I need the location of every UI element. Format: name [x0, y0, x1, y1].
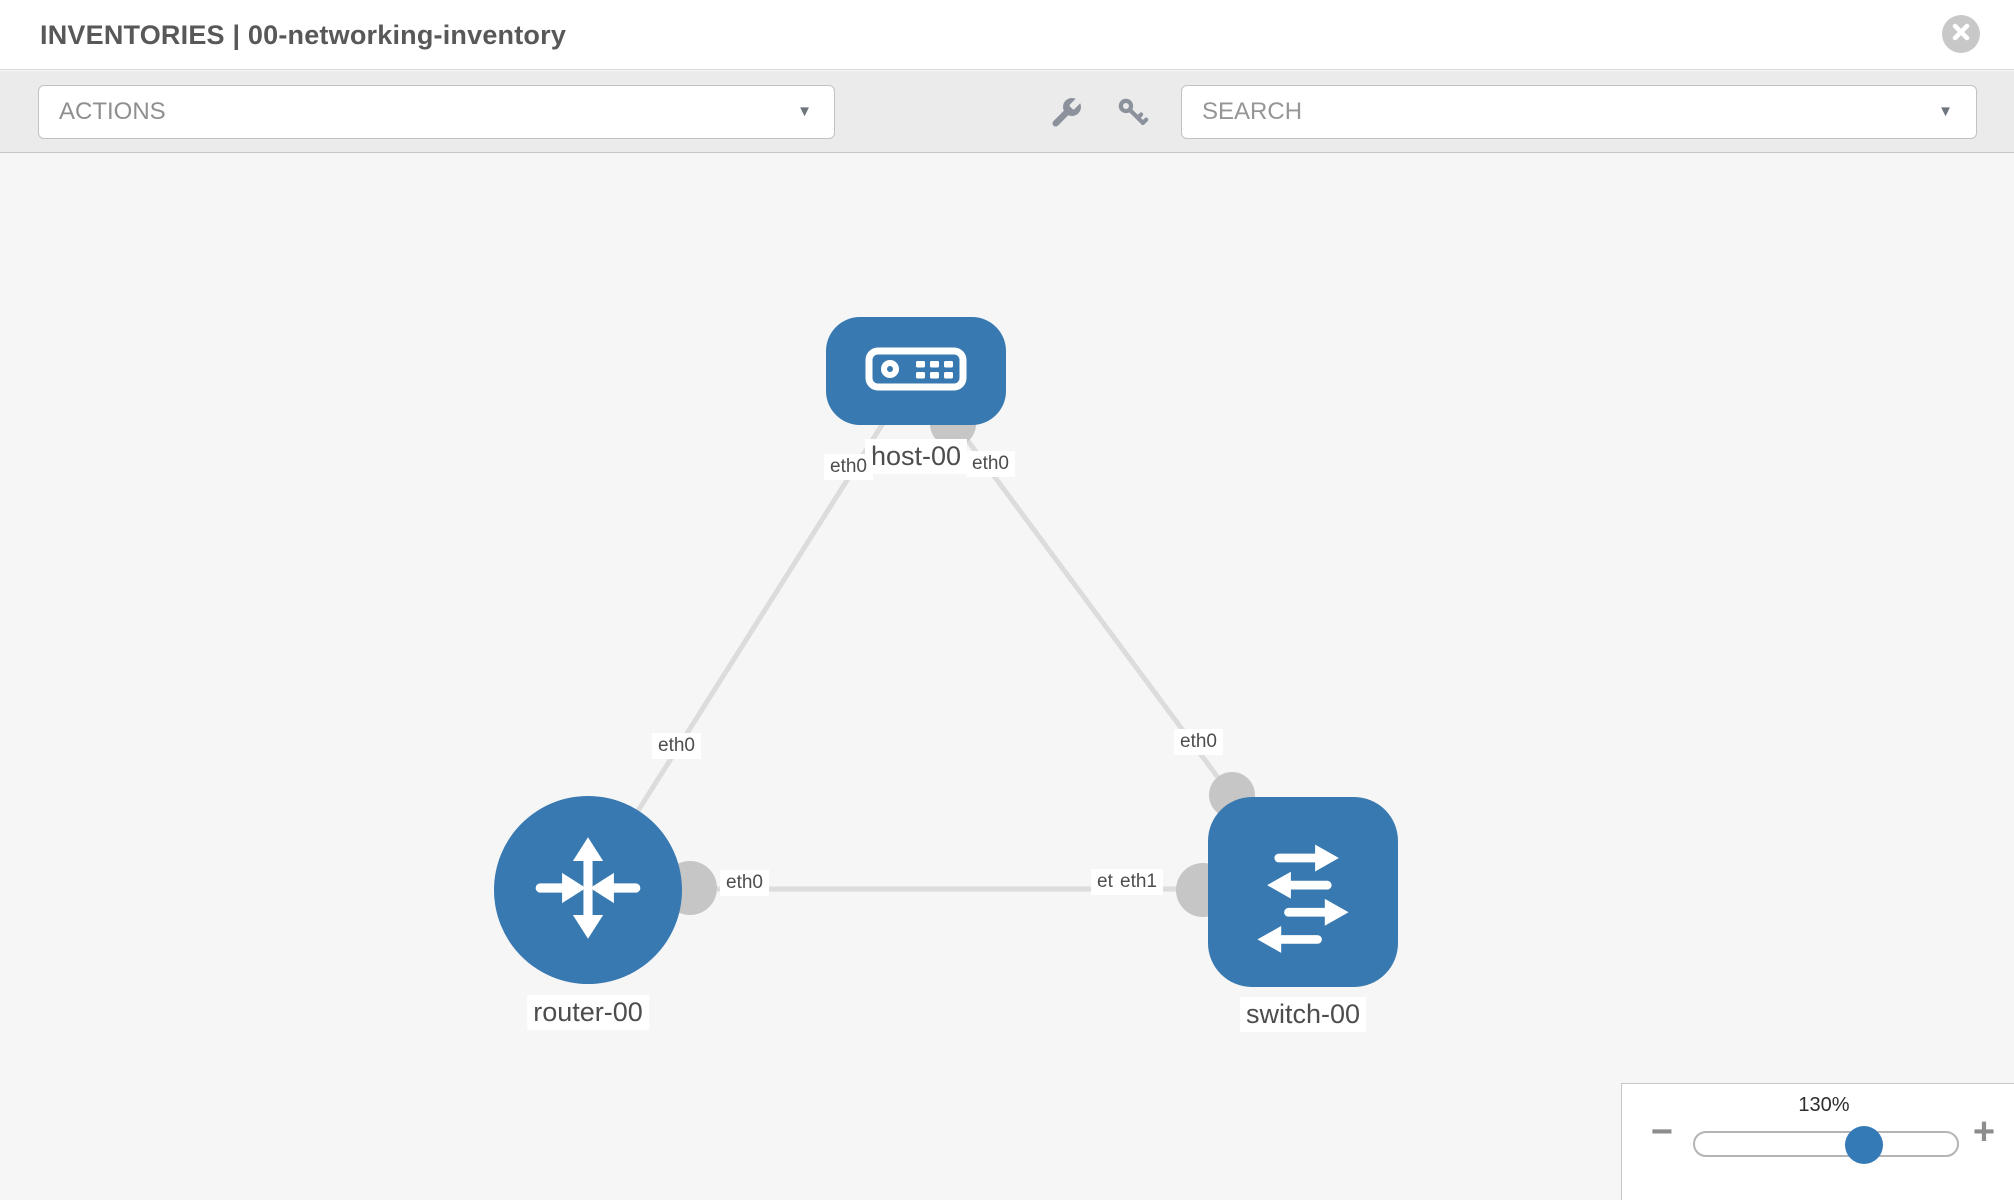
zoom-slider-handle[interactable] — [1845, 1126, 1883, 1164]
search-box: ▼ — [1181, 85, 1977, 139]
switch-arrows-icon — [1240, 827, 1366, 958]
header-bar: INVENTORIES | 00-networking-inventory — [0, 0, 2014, 70]
node-host-00[interactable] — [826, 317, 1006, 425]
router-arrows-icon — [527, 827, 649, 954]
topology-canvas[interactable]: host-00 router-00 switch-00 eth0 eth0 et… — [0, 153, 2014, 1200]
actions-dropdown[interactable]: ACTIONS ▼ — [38, 85, 835, 139]
key-tool-button[interactable] — [1110, 92, 1156, 138]
toolbar: ACTIONS ▼ ▼ — [0, 71, 2014, 153]
wrench-tool-button[interactable] — [1043, 92, 1089, 138]
node-label-router: router-00 — [527, 995, 649, 1030]
node-label-host: host-00 — [864, 439, 968, 474]
zoom-out-button[interactable]: − — [1650, 1111, 1674, 1153]
node-router-00[interactable] — [494, 796, 682, 984]
actions-dropdown-value: ACTIONS — [59, 98, 166, 125]
close-icon — [1951, 22, 1971, 47]
interface-label-switch-eth1-to-router: eth1 — [1114, 869, 1163, 895]
zoom-level-value: 130% — [1798, 1094, 1850, 1116]
node-label-switch: switch-00 — [1239, 997, 1367, 1032]
search-chevron-down-icon: ▼ — [1938, 103, 1953, 120]
close-button[interactable] — [1942, 15, 1980, 53]
interface-label-host-eth0-to-router: eth0 — [824, 454, 873, 480]
interface-label-router-eth0-to-host: eth0 — [652, 733, 701, 759]
topology-edges-layer — [585, 369, 1306, 917]
interface-label-host-eth0-to-switch: eth0 — [966, 451, 1015, 477]
interface-label-switch-eth0-to-host: eth0 — [1174, 729, 1223, 755]
key-icon — [1115, 95, 1151, 136]
node-switch-00[interactable] — [1208, 797, 1398, 987]
zoom-slider-track[interactable] — [1693, 1131, 1959, 1157]
wrench-icon — [1048, 95, 1084, 136]
zoom-in-button[interactable]: + — [1972, 1111, 1996, 1153]
chevron-down-icon: ▼ — [797, 103, 812, 120]
zoom-control-panel: 130% − + — [1621, 1083, 2014, 1200]
interface-label-router-eth0-to-switch: eth0 — [720, 870, 769, 896]
page-title: INVENTORIES | 00-networking-inventory — [40, 20, 567, 50]
search-input[interactable] — [1181, 85, 1977, 139]
host-device-icon — [864, 340, 968, 403]
